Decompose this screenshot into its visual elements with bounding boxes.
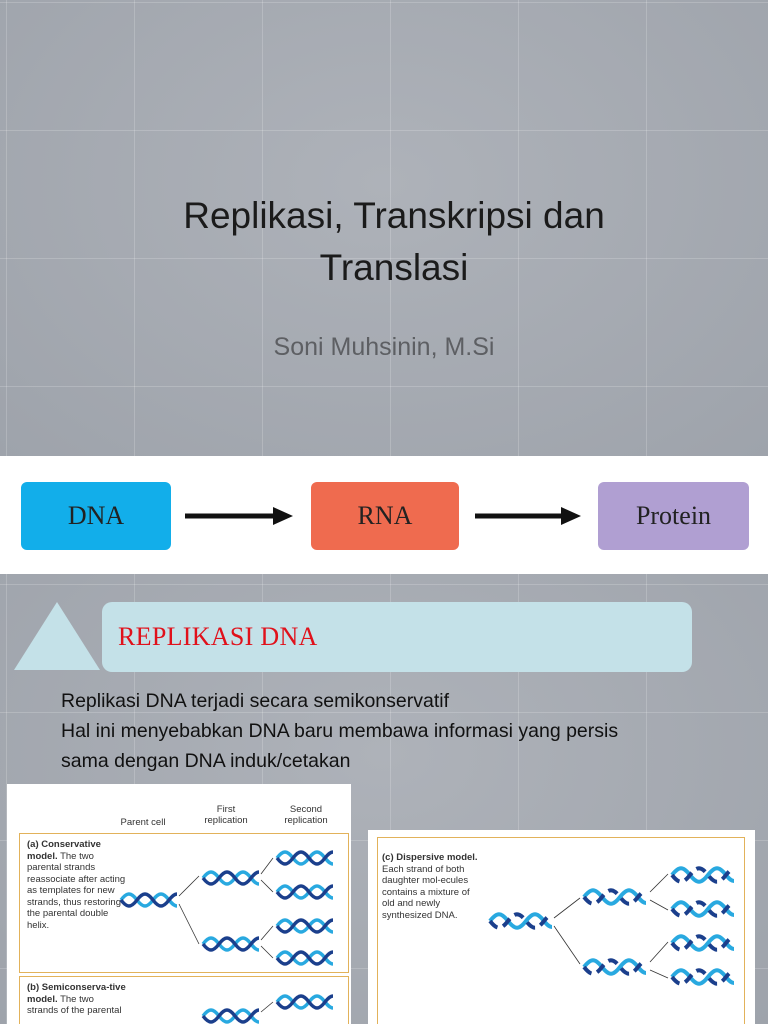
title-line-1: Replikasi, Transkripsi dan: [183, 195, 605, 236]
column-label-parent: Parent cell: [120, 817, 166, 828]
dna-box-label: DNA: [67, 501, 125, 530]
author-subtitle: Soni Muhsinin, M.Si: [273, 333, 495, 361]
panel-a-caption: (a) Conservative model. The two parental…: [27, 839, 127, 931]
replication-figure-right: (c) Dispersive model. Each strand of bot…: [368, 830, 755, 1024]
dna-helix-icon: [670, 968, 736, 986]
rna-box-label: RNA: [357, 501, 413, 530]
panel-a-text: The two parental strands reassociate aft…: [27, 850, 126, 931]
dna-helix-icon: [275, 884, 335, 900]
panel-b-label: (b) Semiconserva-tive model.: [27, 982, 126, 1005]
dna-helix-icon: [670, 866, 736, 884]
body-paragraph: Replikasi DNA terjadi secara semikonserv…: [61, 686, 751, 776]
section-header-bar: REPLIKASI DNA: [102, 602, 692, 672]
rna-box: RNA: [311, 482, 459, 550]
column-label-first: First replication: [204, 804, 248, 826]
panel-b-text: The two strands of the parental: [27, 993, 122, 1017]
panel-c-text: Each strand of both daughter mol-ecules …: [382, 863, 470, 921]
dna-helix-icon: [275, 918, 335, 934]
central-dogma-slide: DNA RNA Protein: [0, 456, 768, 574]
replication-slide: REPLIKASI DNA Replikasi DNA terjadi seca…: [0, 574, 768, 1024]
panel-dispersive: [377, 837, 745, 1024]
dna-helix-icon: [670, 934, 736, 952]
paragraph-line: sama dengan DNA induk/cetakan: [61, 750, 351, 772]
replication-figure-left: Parent cell First replication Second rep…: [7, 784, 351, 1024]
arrow-right-icon: [185, 507, 293, 525]
panel-semiconservative: [19, 976, 349, 1024]
panel-conservative: [19, 833, 349, 973]
dna-helix-icon: [119, 892, 179, 908]
paragraph-line: Replikasi DNA terjadi secara semikonserv…: [61, 690, 449, 712]
dna-helix-icon: [670, 900, 736, 918]
title-line-2: Translasi: [319, 247, 469, 288]
dna-helix-icon: [275, 994, 335, 1010]
dna-box: DNA: [21, 482, 171, 550]
dna-helix-icon: [488, 912, 554, 930]
dna-helix-icon: [201, 1008, 261, 1024]
arrow-right-icon: [475, 507, 581, 525]
dna-helix-icon: [582, 888, 648, 906]
triangle-icon: [14, 602, 100, 670]
paragraph-line: Hal ini menyebabkan DNA baru membawa inf…: [61, 720, 619, 742]
dna-helix-icon: [275, 950, 335, 966]
title-slide: Replikasi, Transkripsi dan Translasi Son…: [0, 0, 768, 456]
panel-c-caption: (c) Dispersive model. Each strand of bot…: [382, 852, 478, 921]
dna-helix-icon: [582, 958, 648, 976]
dna-helix-icon: [201, 936, 261, 952]
protein-box: Protein: [598, 482, 749, 550]
replication-diagram-c: [488, 866, 736, 986]
panel-b-caption: (b) Semiconserva-tive model. The two str…: [27, 982, 127, 1024]
replication-diagram-a: [119, 850, 335, 1024]
slide-title: Replikasi, Transkripsi dan Translasi: [60, 190, 728, 294]
panel-a-label: (a) Conservative model.: [27, 839, 101, 862]
dna-helix-icon: [201, 870, 261, 886]
protein-box-label: Protein: [635, 501, 712, 530]
dna-helix-icon: [275, 850, 335, 866]
section-title: REPLIKASI DNA: [118, 622, 318, 651]
column-label-second: Second replication: [284, 804, 328, 826]
panel-c-label: (c) Dispersive model.: [382, 852, 478, 863]
